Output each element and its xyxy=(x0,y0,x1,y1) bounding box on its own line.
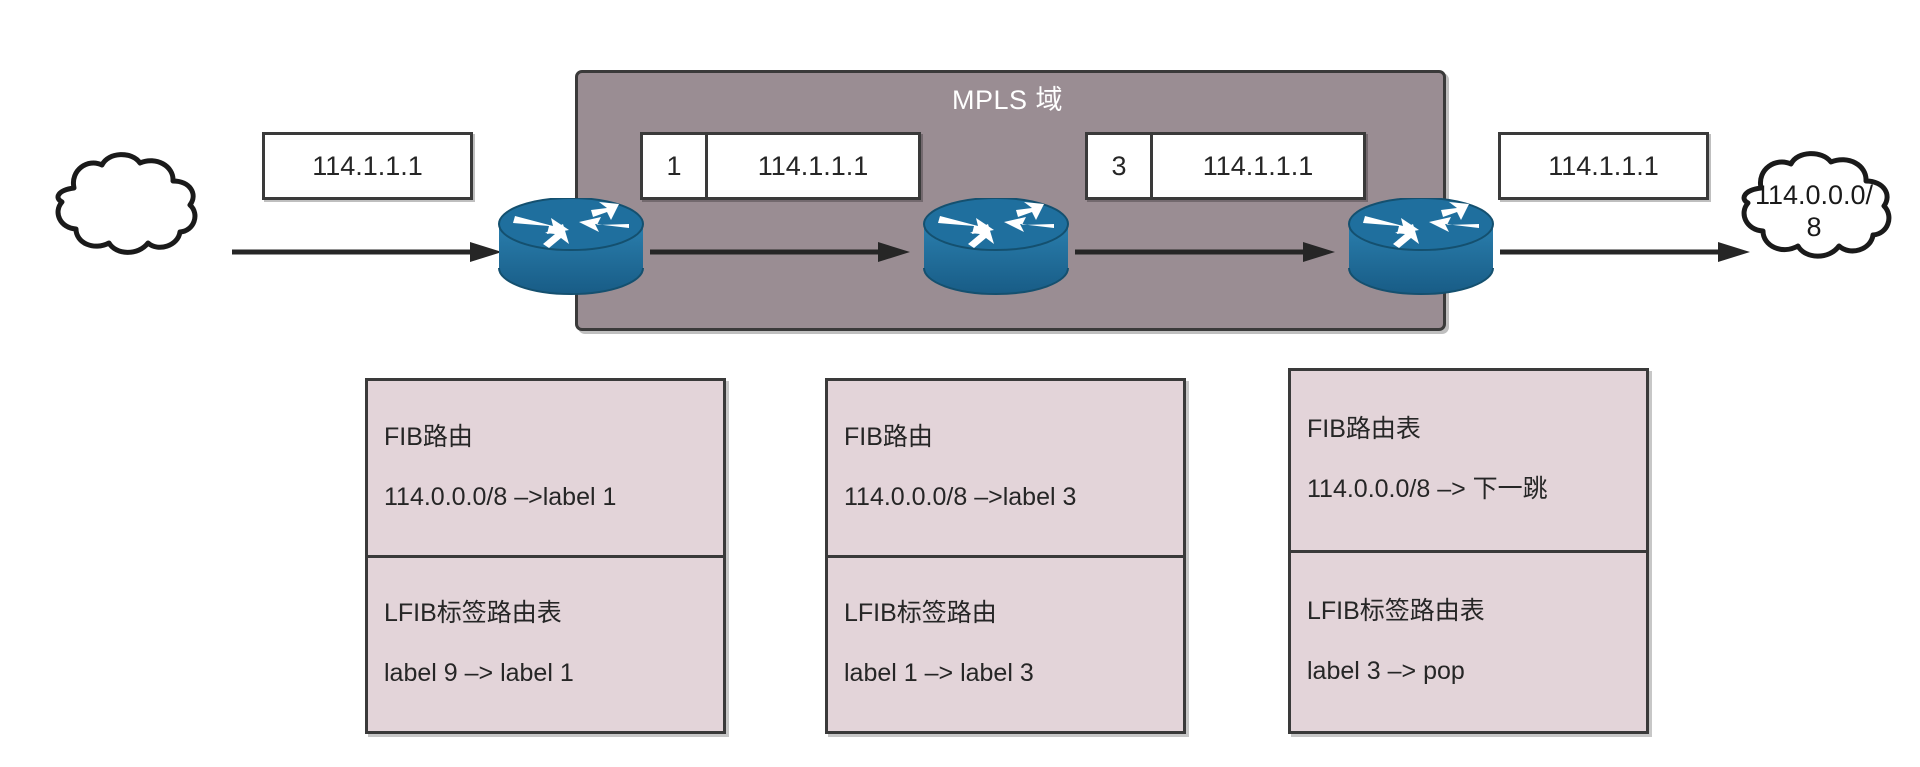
link-router2-to-router3 xyxy=(1075,240,1335,264)
destination-cloud: 114.0.0.0/ 8 xyxy=(1725,146,1903,264)
packet-label-3-label: 3 xyxy=(1088,135,1153,197)
router3-forwarding-tables: FIB路由表 114.0.0.0/8 –> 下一跳 LFIB标签路由表 labe… xyxy=(1288,368,1649,734)
destination-cloud-line-1: 114.0.0.0/ xyxy=(1754,180,1874,210)
router2-forwarding-tables: FIB路由 114.0.0.0/8 –>label 3 LFIB标签路由 lab… xyxy=(825,378,1186,734)
packet-label-1: 1 114.1.1.1 xyxy=(640,132,921,200)
router3-lfib-header: LFIB标签路由表 xyxy=(1307,596,1485,625)
destination-cloud-label: 114.0.0.0/ 8 xyxy=(1725,180,1903,244)
router3-lfib-section: LFIB标签路由表 label 3 –> pop xyxy=(1291,549,1646,732)
packet-ingress: 114.1.1.1 xyxy=(262,132,473,200)
router1-forwarding-tables: FIB路由 114.0.0.0/8 –>label 1 LFIB标签路由表 la… xyxy=(365,378,726,734)
router1-fib-header: FIB路由 xyxy=(384,422,473,451)
link-router3-to-destination xyxy=(1500,240,1750,264)
router3-fib-header: FIB路由表 xyxy=(1307,415,1421,443)
packet-ingress-ip: 114.1.1.1 xyxy=(265,135,470,197)
source-cloud xyxy=(40,148,208,260)
packet-label-1-ip: 114.1.1.1 xyxy=(708,135,918,197)
router1-lfib-entry: label 9 –> label 1 xyxy=(384,659,574,688)
router2-lfib-header: LFIB标签路由 xyxy=(844,599,997,627)
packet-label-3: 3 114.1.1.1 xyxy=(1085,132,1366,200)
router-ingress-lsr[interactable] xyxy=(495,197,647,303)
router2-fib-entry: 114.0.0.0/8 –>label 3 xyxy=(844,482,1077,511)
router2-lfib-entry: label 1 –> label 3 xyxy=(844,659,1034,688)
router1-fib-section: FIB路由 114.0.0.0/8 –>label 1 xyxy=(368,381,723,555)
mpls-domain-label: MPLS 域 xyxy=(951,85,1064,115)
router3-lfib-entry: label 3 –> pop xyxy=(1307,656,1465,685)
packet-label-1-label: 1 xyxy=(643,135,708,197)
link-source-to-router1 xyxy=(232,240,502,264)
router1-fib-entry: 114.0.0.0/8 –>label 1 xyxy=(384,482,617,511)
router1-lfib-section: LFIB标签路由表 label 9 –> label 1 xyxy=(368,554,723,732)
packet-label-3-ip: 114.1.1.1 xyxy=(1153,135,1363,197)
router-transit-lsr[interactable] xyxy=(920,197,1072,303)
link-router1-to-router2 xyxy=(650,240,910,264)
router1-lfib-header: LFIB标签路由表 xyxy=(384,599,562,627)
destination-cloud-line-2: 8 xyxy=(1806,211,1822,242)
router2-fib-section: FIB路由 114.0.0.0/8 –>label 3 xyxy=(828,381,1183,555)
packet-egress: 114.1.1.1 xyxy=(1498,132,1709,200)
router-egress-lsr[interactable] xyxy=(1345,197,1497,303)
router2-lfib-section: LFIB标签路由 label 1 –> label 3 xyxy=(828,554,1183,732)
router3-fib-entry: 114.0.0.0/8 –> 下一跳 xyxy=(1307,475,1548,504)
packet-egress-ip: 114.1.1.1 xyxy=(1501,135,1706,197)
router2-fib-header: FIB路由 xyxy=(844,422,933,451)
router3-fib-section: FIB路由表 114.0.0.0/8 –> 下一跳 xyxy=(1291,371,1646,550)
